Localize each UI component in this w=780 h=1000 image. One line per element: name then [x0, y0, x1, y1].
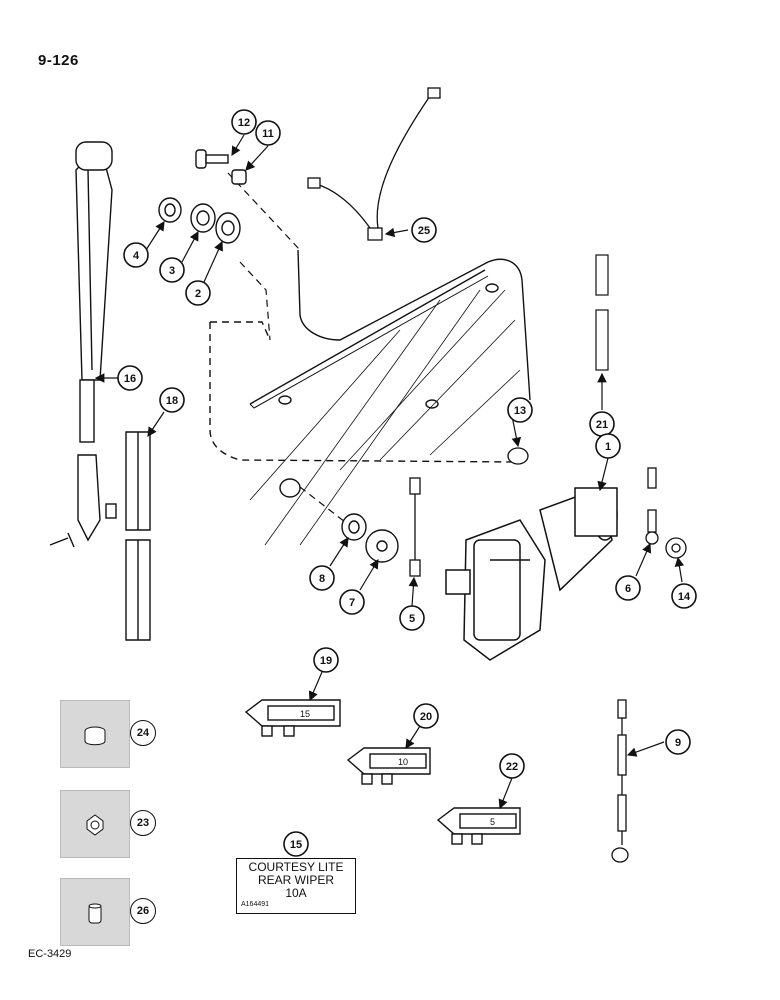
svg-text:3: 3 — [169, 265, 175, 277]
svg-text:16: 16 — [124, 373, 136, 385]
fuse-5a: 5 — [436, 807, 521, 845]
callout-22: 22 — [499, 753, 525, 779]
svg-text:25: 25 — [418, 225, 430, 237]
callout-26: 26 — [130, 898, 156, 924]
callout-13: 13 — [507, 397, 533, 423]
decal-part-number: A164491 — [241, 901, 270, 908]
svg-text:2: 2 — [195, 288, 201, 300]
fuse-holder-lead — [611, 699, 629, 863]
callout-1: 1 — [595, 433, 621, 459]
callout-15: 16 — [117, 365, 143, 391]
svg-text:18: 18 — [166, 395, 178, 407]
svg-text:13: 13 — [514, 405, 526, 417]
decal-line-3: 10A — [285, 886, 307, 900]
callout-8: 8 — [309, 565, 335, 591]
thumb-spacer — [60, 700, 130, 768]
svg-text:21: 21 — [596, 419, 608, 431]
fuse-15a: 15 — [244, 699, 341, 737]
callout-2: 2 — [185, 280, 211, 306]
decal-line-1: COURTESY LITE — [248, 860, 344, 874]
svg-text:7: 7 — [349, 597, 355, 609]
fuse-10a-rating: 10 — [398, 757, 408, 767]
fuse-15a-rating: 15 — [300, 709, 310, 719]
callout-11: 11 — [255, 120, 281, 146]
nut-icon — [86, 814, 104, 836]
callout-5: 5 — [399, 605, 425, 631]
washer-set — [158, 197, 241, 244]
washer-13 — [507, 447, 529, 465]
wiper-arm — [49, 141, 117, 548]
callout-24: 24 — [130, 720, 156, 746]
callout-25: 25 — [411, 217, 437, 243]
fuse-10a: 10 — [346, 747, 431, 785]
spacer-icon — [84, 726, 106, 746]
svg-text:4: 4 — [133, 250, 140, 262]
bushing-icon — [88, 903, 102, 924]
fuse-decal: COURTESY LITE REAR WIPER 10A A164491 — [236, 858, 356, 914]
document-code: EC-3429 — [28, 948, 72, 960]
callout-20: 15 — [283, 831, 309, 857]
svg-text:1: 1 — [605, 441, 611, 453]
callout-7: 7 — [339, 589, 365, 615]
thumb-nut — [60, 790, 130, 858]
callout-23: 23 — [130, 810, 156, 836]
callout-19: 20 — [413, 703, 439, 729]
callout-6: 6 — [615, 575, 641, 601]
decal-line-2: REAR WIPER — [257, 873, 334, 887]
nut-and-washer — [341, 513, 399, 563]
callout-14: 14 — [671, 583, 697, 609]
svg-text:9: 9 — [675, 737, 681, 749]
callout-21: 21 — [589, 411, 615, 437]
callout-12: 12 — [231, 109, 257, 135]
callout-3: 3 — [159, 257, 185, 283]
svg-text:19: 19 — [320, 655, 332, 667]
callout-4: 4 — [123, 242, 149, 268]
callout-18: 19 — [313, 647, 339, 673]
connector-wire — [409, 477, 421, 577]
svg-text:11: 11 — [262, 128, 274, 140]
bolt-and-bushing — [195, 149, 247, 185]
svg-text:14: 14 — [678, 591, 691, 603]
svg-text:22: 22 — [506, 761, 518, 773]
svg-text:12: 12 — [238, 117, 250, 129]
threaded-stud — [595, 254, 609, 371]
wiper-motor — [445, 487, 618, 661]
page-number: 9-126 — [38, 52, 79, 69]
svg-text:5: 5 — [409, 613, 415, 625]
rear-window-glass — [209, 249, 531, 546]
svg-text:20: 20 — [420, 711, 432, 723]
svg-text:6: 6 — [625, 583, 631, 595]
callout-9: 9 — [665, 729, 691, 755]
svg-text:15: 15 — [290, 839, 302, 851]
callout-16: 18 — [159, 387, 185, 413]
callouts: 12 11 4 3 2 25 16 18 13 21 1 8 7 5 6 14 … — [117, 109, 697, 857]
wiring-harness — [307, 87, 441, 241]
thumb-bushing — [60, 878, 130, 946]
fuse-5a-rating: 5 — [490, 817, 495, 827]
svg-text:8: 8 — [319, 573, 325, 585]
wiper-blade — [125, 431, 151, 641]
terminal-and-nut — [645, 467, 687, 559]
